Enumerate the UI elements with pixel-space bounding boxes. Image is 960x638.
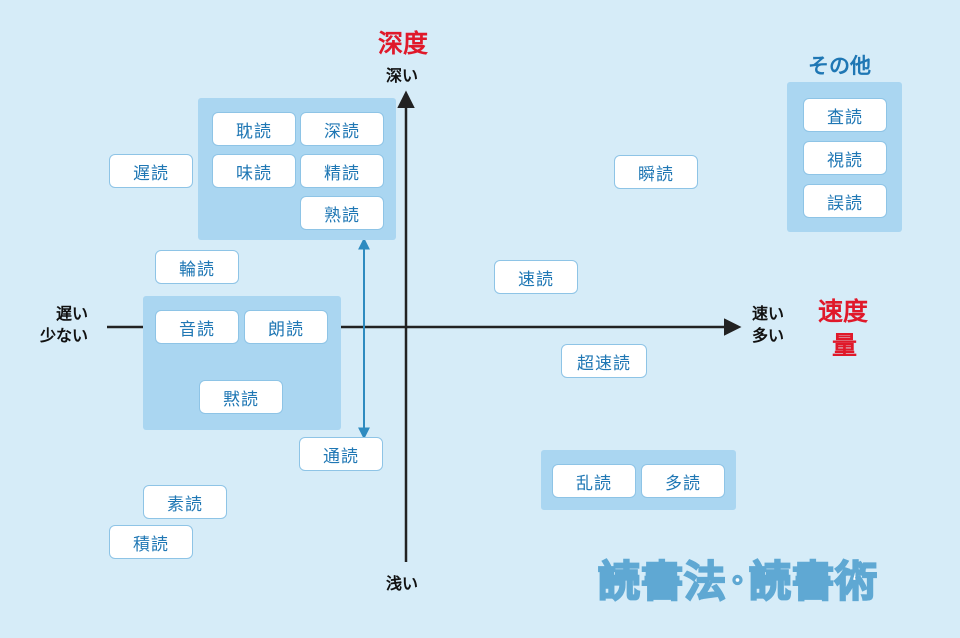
depth-axis-title: 深度: [378, 29, 429, 58]
item-seidoku: 精読: [300, 154, 384, 188]
speed-axis-title-2: 量: [832, 331, 858, 360]
item-chousokudoku: 超速読: [561, 344, 647, 378]
other-title: その他: [808, 54, 871, 78]
item-sodoku: 素読: [143, 485, 227, 519]
item-randoku: 乱読: [552, 464, 636, 498]
item-tadoku: 多読: [641, 464, 725, 498]
item-sadoku: 査読: [803, 98, 887, 132]
item-ondoku: 音読: [155, 310, 239, 344]
speed-right-label-2: 多い: [752, 326, 785, 345]
item-roudoku: 朗読: [244, 310, 328, 344]
item-rindoku: 輪読: [155, 250, 239, 284]
item-shundoku: 瞬読: [614, 155, 698, 189]
brand-title: 読書法･読書術: [597, 556, 879, 607]
item-sekidoku: 積読: [109, 525, 193, 559]
item-tandoku: 耽読: [212, 112, 296, 146]
item-sokudoku: 速読: [494, 260, 578, 294]
item-chidoku: 遅読: [109, 154, 193, 188]
item-godoku: 誤読: [803, 184, 887, 218]
speed-right-label-1: 速い: [752, 304, 785, 323]
item-tsudoku: 通読: [299, 437, 383, 471]
item-jukudoku: 熟読: [300, 196, 384, 230]
item-shidoku: 視読: [803, 141, 887, 175]
item-mokudoku: 黙読: [199, 380, 283, 414]
speed-left-label-2: 少ない: [40, 326, 89, 345]
depth-bottom-label: 浅い: [386, 574, 419, 593]
depth-top-label: 深い: [386, 66, 419, 85]
item-shindoku: 深読: [300, 112, 384, 146]
speed-axis-title: 速度: [818, 297, 869, 326]
item-midoku: 味読: [212, 154, 296, 188]
speed-left-label-1: 遅い: [56, 304, 89, 323]
